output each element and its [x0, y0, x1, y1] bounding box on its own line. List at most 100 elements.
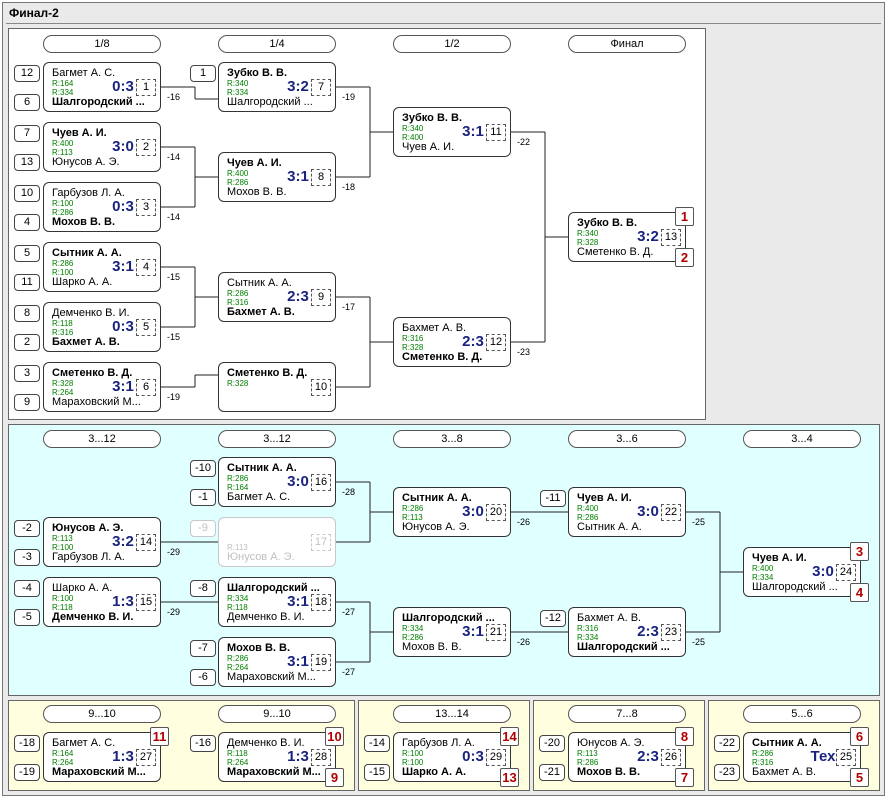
- match-number: 8: [311, 169, 331, 186]
- loser-destination-label: -29: [167, 547, 181, 557]
- loser-destination-label: -14: [167, 212, 181, 222]
- header-lower-3-4: 3...4: [743, 430, 861, 448]
- header-lower-3-6: 3...6: [568, 430, 686, 448]
- player-2-name: Мохов В. В.: [577, 766, 641, 778]
- player-2-rating: R:264: [227, 758, 249, 767]
- match-number: 2: [136, 139, 156, 156]
- seed-box-m22-1: -11: [540, 490, 566, 507]
- match-score: 1:3: [112, 748, 134, 765]
- player-2-rating: R:113: [402, 513, 423, 522]
- match-score: 2:3: [287, 288, 309, 305]
- match-number: 10: [311, 379, 331, 396]
- player-2-rating: R:100: [52, 268, 74, 277]
- player-1-name: Сметенко В. Д.: [227, 367, 308, 379]
- match-score: 3:2: [287, 78, 309, 95]
- loser-destination-label: -14: [167, 152, 181, 162]
- player-2-rating: R:100: [402, 758, 424, 767]
- player-1-name: Зубко В. В.: [227, 67, 287, 79]
- match-score: 3:0: [287, 473, 309, 490]
- player-1-rating: R:340: [402, 124, 424, 133]
- place-badge-bottom: 2: [675, 248, 694, 267]
- player-1-rating: R:400: [227, 169, 249, 178]
- seed-box-m28-1: -16: [190, 735, 216, 752]
- player-2-name: Шалгородский ...: [752, 581, 838, 593]
- player-2-rating: R:100: [52, 543, 74, 552]
- header-final: Финал: [568, 35, 686, 53]
- player-1-rating: R:334: [227, 594, 249, 603]
- player-1-name: Багмет А. С.: [52, 67, 116, 79]
- place-badge-top: 8: [675, 727, 694, 746]
- match-number: 7: [311, 79, 331, 96]
- seed-box-m7-1: 1: [190, 65, 216, 82]
- player-2-name: Шарко А. А.: [402, 766, 467, 778]
- player-1-rating: R:286: [227, 654, 249, 663]
- player-2-name: Бахмет А. В.: [52, 336, 120, 348]
- match-number: 18: [311, 594, 331, 611]
- player-2-name: Мараховский М...: [52, 396, 141, 408]
- header-lower-3-12-a: 3...12: [43, 430, 161, 448]
- seed-box-m2-2: 13: [14, 154, 40, 171]
- header-9-10-a: 9...10: [43, 705, 161, 723]
- player-1-name: Гарбузов Л. А.: [402, 737, 475, 749]
- player-2-rating: R:334: [227, 88, 249, 97]
- loser-destination-label: -25: [692, 517, 706, 527]
- player-1-name: Бахмет А. В.: [402, 322, 467, 334]
- match-score: 3:1: [287, 653, 309, 670]
- player-2-rating: R:118: [52, 603, 73, 612]
- match-number: 29: [486, 749, 506, 766]
- player-2-name: Шарко А. А.: [52, 276, 113, 288]
- match-number: 4: [136, 259, 156, 276]
- place-badge-top: 3: [850, 542, 869, 561]
- player-2-rating: R:286: [402, 633, 424, 642]
- match-score: 3:1: [287, 168, 309, 185]
- match-score: 0:3: [112, 318, 134, 335]
- match-number: 21: [486, 624, 506, 641]
- player-1-name: Сметенко В. Д.: [52, 367, 133, 379]
- match-number: 27: [136, 749, 156, 766]
- player-1-rating: R:340: [227, 79, 249, 88]
- loser-destination-label: -29: [167, 607, 181, 617]
- player-2-name: Шалгородский ...: [227, 96, 313, 108]
- player-2-name: Демченко В. И.: [227, 611, 305, 623]
- player-2-name: Мохов В. В.: [402, 641, 462, 653]
- match-number: 15: [136, 594, 156, 611]
- loser-destination-label: -18: [342, 182, 356, 192]
- place-badge-top: 1: [675, 207, 694, 226]
- player-1-rating: R:316: [577, 624, 599, 633]
- seed-box-m1-1: 12: [14, 65, 40, 82]
- match-score: 3:0: [812, 563, 834, 580]
- match-number: 5: [136, 319, 156, 336]
- loser-destination-label: -15: [167, 332, 181, 342]
- seed-box-m29-1: -14: [364, 735, 390, 752]
